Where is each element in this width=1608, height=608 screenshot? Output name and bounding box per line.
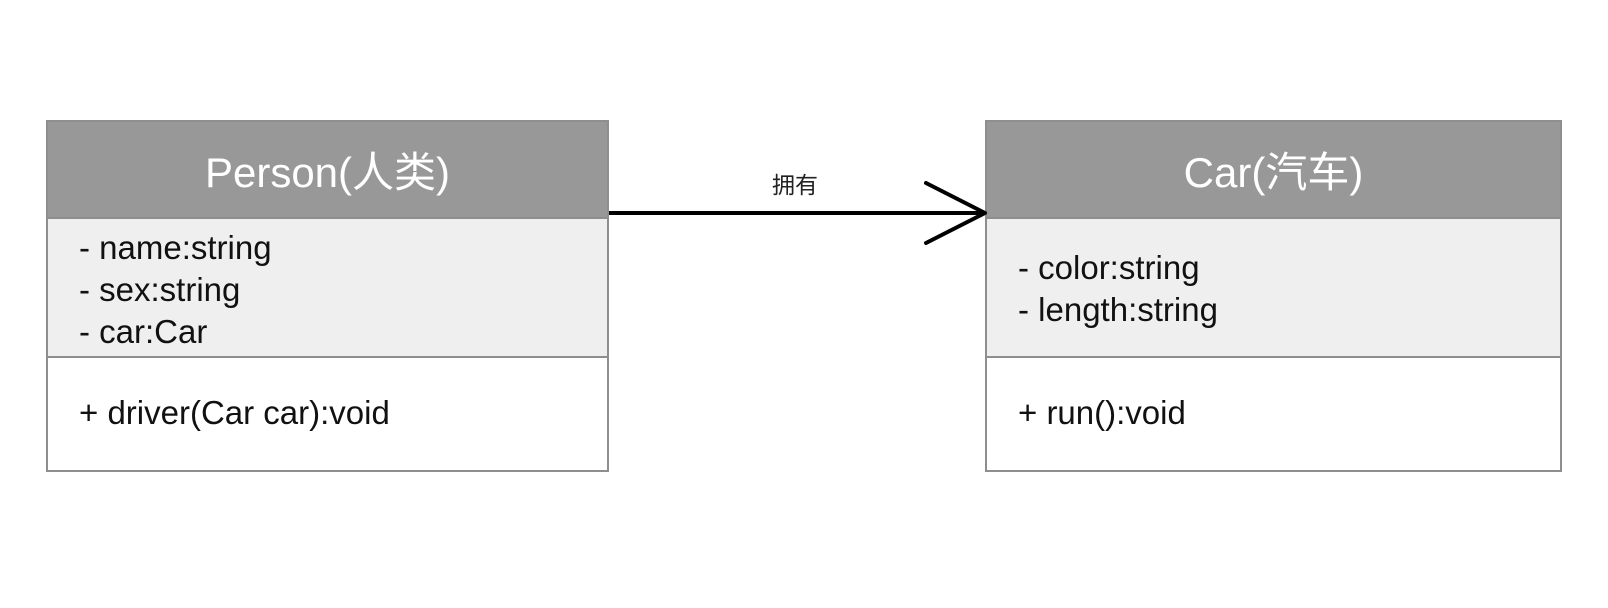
attribute-sex: - sex:string bbox=[79, 271, 241, 308]
class-person-header: Person(人类) bbox=[48, 122, 607, 219]
attribute-color: - color:string bbox=[1018, 249, 1200, 286]
class-person-methods: + driver(Car car):void bbox=[48, 358, 607, 434]
arrowhead-icon bbox=[924, 181, 987, 245]
association-label: 拥有 bbox=[772, 172, 818, 198]
class-car-methods: + run():void bbox=[987, 358, 1560, 434]
class-car[interactable]: Car(汽车) - color:string - length:string +… bbox=[985, 120, 1562, 472]
method-driver: + driver(Car car):void bbox=[79, 394, 390, 431]
method-run: + run():void bbox=[1018, 394, 1186, 431]
class-person-name: Person(人类) bbox=[204, 149, 451, 196]
class-car-attributes: - color:string - length:string bbox=[987, 219, 1560, 358]
class-person[interactable]: Person(人类) - name:string - sex:string - … bbox=[46, 120, 609, 472]
class-car-header: Car(汽车) bbox=[987, 122, 1560, 219]
class-person-attributes: - name:string - sex:string - car:Car bbox=[48, 219, 607, 358]
attribute-car: - car:Car bbox=[79, 313, 208, 350]
attribute-length: - length:string bbox=[1018, 291, 1218, 328]
class-car-name: Car(汽车) bbox=[1183, 149, 1364, 196]
attribute-name: - name:string bbox=[79, 229, 272, 266]
